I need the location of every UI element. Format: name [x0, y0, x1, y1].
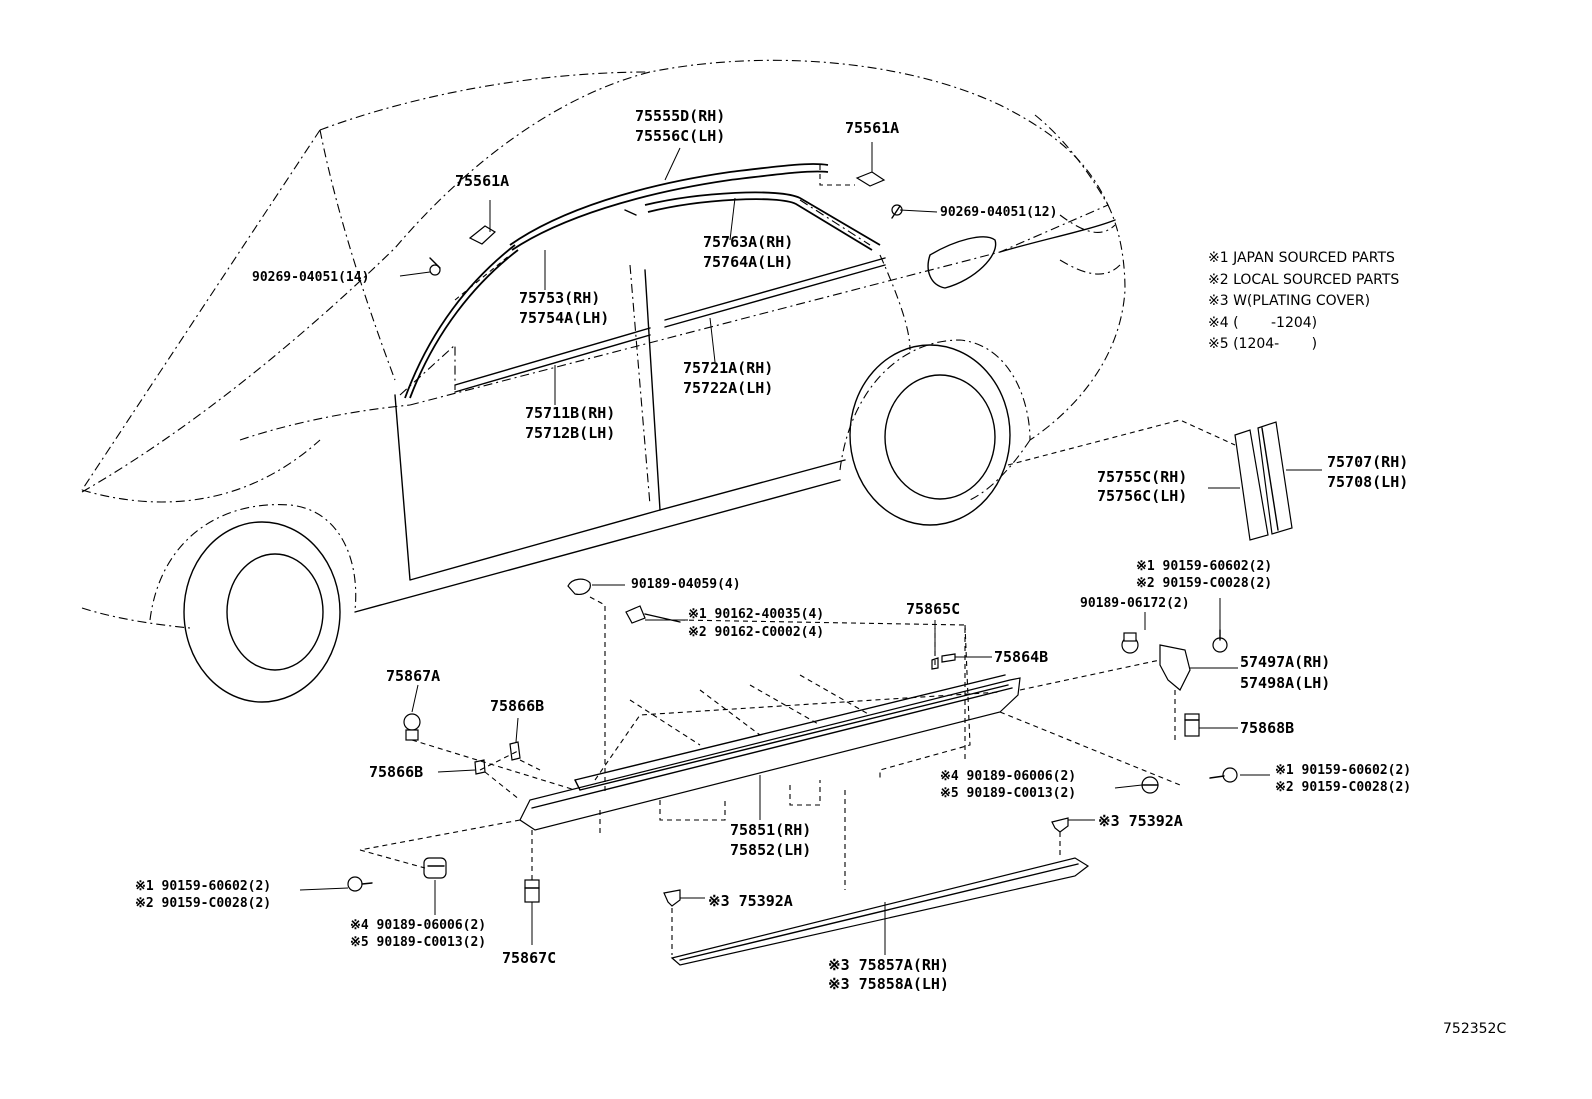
label-75852: 75852(LH)	[730, 841, 811, 859]
window-mouldings	[404, 163, 886, 399]
label-75864b: 75864B	[994, 648, 1048, 666]
label-90189-06172: 90189-06172(2)	[1080, 596, 1190, 611]
label-75867a: 75867A	[386, 667, 440, 685]
label-75707: 75707(RH)	[1327, 453, 1408, 471]
part-labels: 75555D(RH) 75556C(LH) 75561A 75561A 9026…	[135, 107, 1411, 993]
label-90159-c0028-bottom-left: ※2 90159-C0028(2)	[135, 896, 271, 911]
label-90189-04059: 90189-04059(4)	[631, 577, 741, 592]
label-75857a: ※3 75857A(RH)	[828, 956, 949, 974]
label-90269-04051-14: 90269-04051(14)	[252, 270, 369, 285]
label-90269-04051-12: 90269-04051(12)	[940, 205, 1057, 220]
label-90159-c0028-right: ※2 90159-C0028(2)	[1275, 780, 1411, 795]
label-90162-c0002: ※2 90162-C0002(4)	[688, 625, 824, 640]
label-75561a-right: 75561A	[845, 119, 899, 137]
label-75867c: 75867C	[502, 949, 556, 967]
label-90189-06006-bottom-left: ※4 90189-06006(2)	[350, 918, 486, 933]
label-75763a: 75763A(RH)	[703, 233, 793, 251]
label-90159-60602-bottom-left: ※1 90159-60602(2)	[135, 879, 271, 894]
label-75756c: 75756C(LH)	[1097, 487, 1187, 505]
label-75711b: 75711B(RH)	[525, 404, 615, 422]
label-75392a-right: ※3 75392A	[1098, 812, 1183, 830]
car-body-outline	[81, 59, 1126, 703]
label-75721a: 75721A(RH)	[683, 359, 773, 377]
label-90189-c0013-right: ※5 90189-C0013(2)	[940, 786, 1076, 801]
label-75865c: 75865C	[906, 600, 960, 618]
label-75712b: 75712B(LH)	[525, 424, 615, 442]
label-75754a: 75754A(LH)	[519, 309, 609, 327]
label-75753: 75753(RH)	[519, 289, 600, 307]
label-75556c: 75556C(LH)	[635, 127, 725, 145]
rocker-moulding	[519, 674, 1021, 831]
legend-item-3: ※3 W(PLATING COVER)	[1208, 293, 1370, 309]
figure-id: 752352C	[1443, 1021, 1506, 1037]
label-57497a: 57497A(RH)	[1240, 653, 1330, 671]
legend-item-5: ※5 (1204- )	[1208, 336, 1317, 352]
label-75392a-left: ※3 75392A	[708, 892, 793, 910]
label-75755c: 75755C(RH)	[1097, 468, 1187, 486]
label-90159-60602-right: ※1 90159-60602(2)	[1275, 763, 1411, 778]
label-75858a: ※3 75858A(LH)	[828, 975, 949, 993]
label-75866b-left: 75866B	[369, 763, 423, 781]
fasteners	[347, 171, 1238, 907]
pillar-garnishes	[1234, 421, 1293, 541]
legend: ※1 JAPAN SOURCED PARTS ※2 LOCAL SOURCED …	[1208, 250, 1399, 352]
label-75851: 75851(RH)	[730, 821, 811, 839]
label-90159-60602-top-right: ※1 90159-60602(2)	[1136, 559, 1272, 574]
label-57498a: 57498A(LH)	[1240, 674, 1330, 692]
label-90162-40035: ※1 90162-40035(4)	[688, 607, 824, 622]
label-75561a-left: 75561A	[455, 172, 509, 190]
assembly-lines	[359, 165, 1236, 955]
label-75555d: 75555D(RH)	[635, 107, 725, 125]
legend-item-1: ※1 JAPAN SOURCED PARTS	[1208, 250, 1395, 266]
legend-item-4: ※4 ( -1204)	[1208, 315, 1317, 331]
label-75866b-top: 75866B	[490, 697, 544, 715]
label-90189-06006-right: ※4 90189-06006(2)	[940, 769, 1076, 784]
plating-cover	[670, 857, 1090, 966]
label-75868b: 75868B	[1240, 719, 1294, 737]
label-75708: 75708(LH)	[1327, 473, 1408, 491]
label-75722a: 75722A(LH)	[683, 379, 773, 397]
label-75764a: 75764A(LH)	[703, 253, 793, 271]
legend-item-2: ※2 LOCAL SOURCED PARTS	[1208, 272, 1399, 288]
leader-lines	[299, 142, 1322, 955]
label-90189-c0013-bottom-left: ※5 90189-C0013(2)	[350, 935, 486, 950]
label-90159-c0028-top-right: ※2 90159-C0028(2)	[1136, 576, 1272, 591]
